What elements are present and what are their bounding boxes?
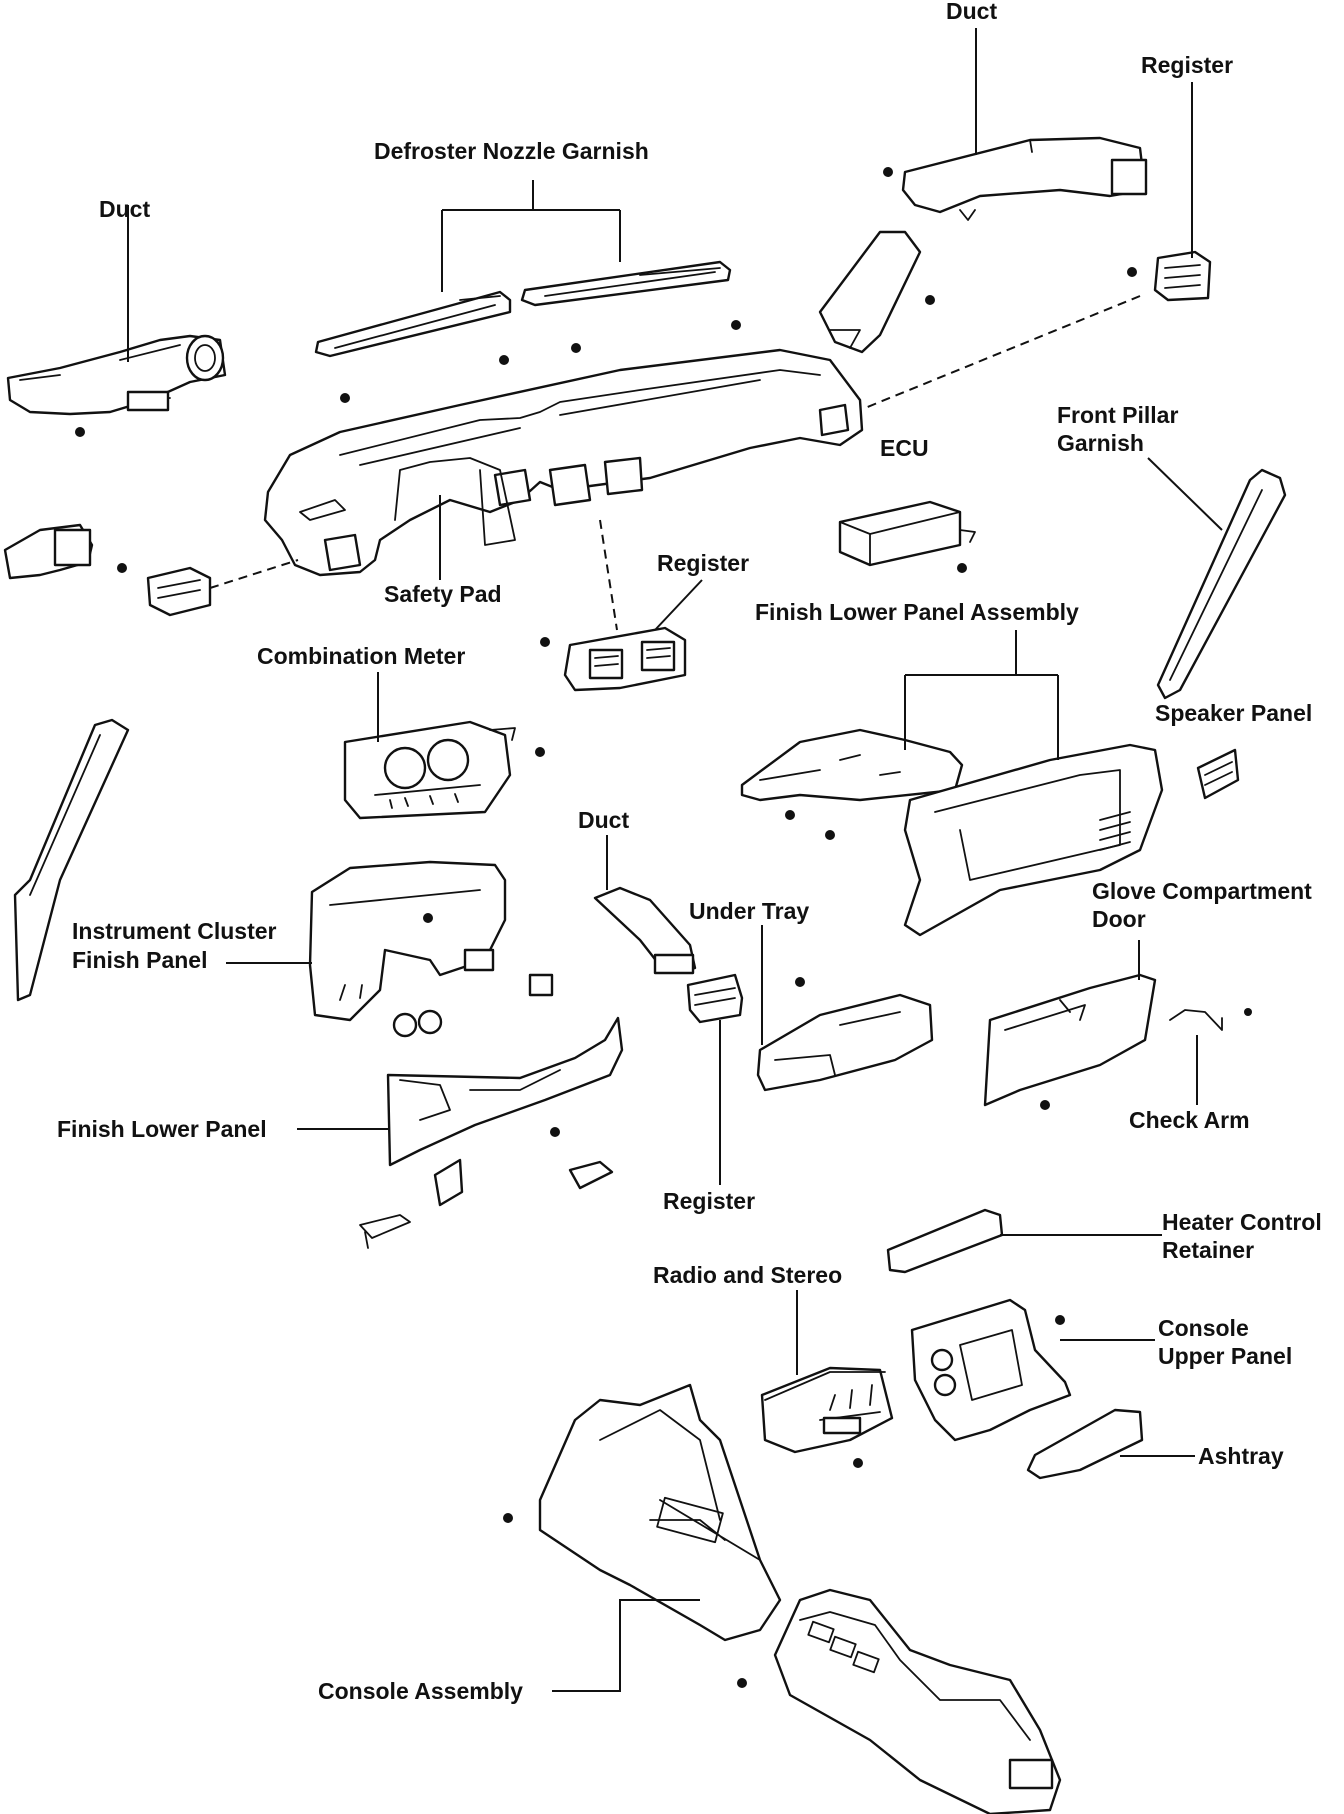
check-arm-part <box>1169 1008 1252 1031</box>
label-duct-left: Duct <box>99 196 150 222</box>
label-duct-middle: Duct <box>578 807 629 833</box>
label-ashtray: Ashtray <box>1198 1443 1284 1469</box>
label-radio-and-stereo: Radio and Stereo <box>653 1262 842 1288</box>
label-register-bottom: Register <box>663 1188 755 1214</box>
radio-stereo-part <box>760 1366 894 1454</box>
combination-meter-part <box>343 720 516 820</box>
register-top-part <box>1153 250 1212 302</box>
label-check-arm: Check Arm <box>1129 1107 1250 1133</box>
label-finish-lower-panel-assembly: Finish Lower Panel Assembly <box>755 599 1079 625</box>
console-assembly-front-part <box>538 1383 782 1642</box>
left-outlet-duct-part <box>3 523 94 580</box>
finish-lower-panel-part <box>359 1016 624 1249</box>
label-console-upper-panel-line1: Console <box>1158 1315 1249 1341</box>
label-duct-top: Duct <box>946 0 997 24</box>
ecu-part <box>838 500 976 567</box>
duct-top-part <box>818 136 1148 354</box>
speaker-panel-part <box>1196 748 1240 800</box>
label-glove-compartment-door-line2: Door <box>1092 906 1146 932</box>
label-combination-meter: Combination Meter <box>257 643 465 669</box>
instrument-cluster-finish-panel-part <box>308 860 554 1038</box>
register-center-part <box>563 626 687 692</box>
label-heater-control-retainer-line1: Heater Control <box>1162 1209 1322 1235</box>
console-assembly-rear-part <box>773 1588 1062 1814</box>
label-glove-compartment-door-line1: Glove Compartment <box>1092 878 1312 904</box>
screw-group <box>75 167 1137 1688</box>
label-register-top: Register <box>1141 52 1233 78</box>
leader-lines <box>127 28 1223 1692</box>
under-tray-part <box>756 993 934 1092</box>
console-upper-panel-part <box>910 1298 1072 1442</box>
duct-middle-part <box>593 886 697 975</box>
duct-left-part <box>6 334 227 416</box>
label-front-pillar-garnish-line1: Front Pillar <box>1057 402 1178 428</box>
label-register-middle: Register <box>657 550 749 576</box>
label-safety-pad: Safety Pad <box>384 581 502 607</box>
safety-pad-part <box>263 348 864 577</box>
label-defroster-nozzle-garnish: Defroster Nozzle Garnish <box>374 138 649 164</box>
label-console-upper-panel-line2: Upper Panel <box>1158 1343 1292 1369</box>
label-console-assembly: Console Assembly <box>318 1678 523 1704</box>
label-finish-lower-panel: Finish Lower Panel <box>57 1116 267 1142</box>
finish-lower-panel-assembly-box-part <box>903 743 1164 937</box>
heater-control-retainer-part <box>886 1208 1004 1274</box>
label-under-tray: Under Tray <box>689 898 809 924</box>
front-pillar-garnish-right-part <box>1156 468 1287 700</box>
label-instrument-cluster-finish-panel-line1: Instrument Cluster <box>72 918 277 944</box>
ashtray-part <box>1026 1408 1144 1480</box>
defroster-nozzle-garnish-part <box>314 260 732 358</box>
glove-compartment-door-part <box>983 973 1157 1107</box>
label-heater-control-retainer-line2: Retainer <box>1162 1237 1254 1263</box>
finish-lower-panel-assembly-insulator-part <box>740 728 964 802</box>
register-lower-part <box>686 973 744 1024</box>
label-speaker-panel: Speaker Panel <box>1155 700 1312 726</box>
label-front-pillar-garnish-line2: Garnish <box>1057 430 1144 456</box>
front-pillar-garnish-left-part <box>13 718 130 1002</box>
label-instrument-cluster-finish-panel-line2: Finish Panel <box>72 947 207 973</box>
label-ecu: ECU <box>880 435 929 461</box>
register-left-part <box>146 566 212 617</box>
